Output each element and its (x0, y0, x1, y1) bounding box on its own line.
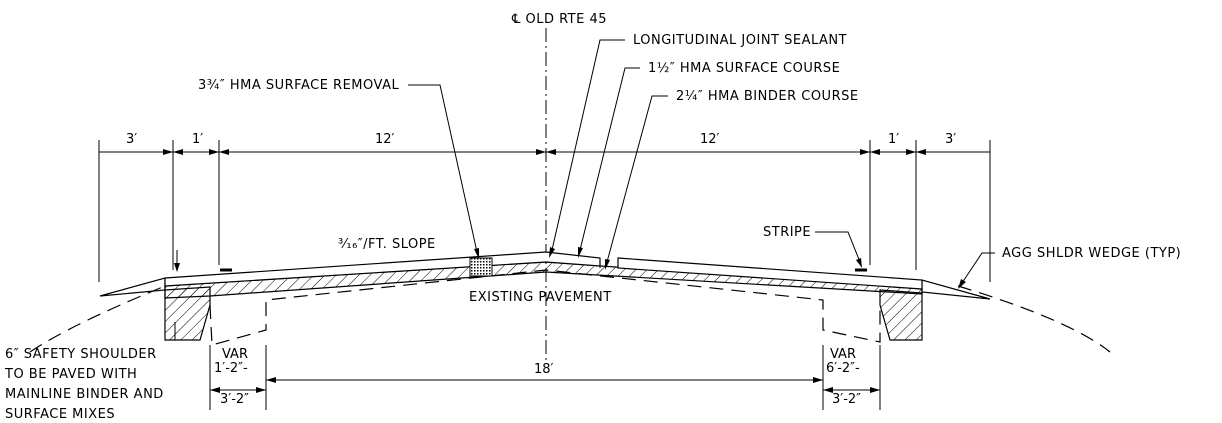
binder-course-label: 2¼″ HMA BINDER COURSE (676, 89, 859, 104)
top-dimension-line (99, 149, 990, 155)
dim-right-var: VAR (830, 347, 856, 362)
dim-right-var-value: 6′-2″- (826, 361, 860, 376)
safety-shoulder-right (879, 289, 923, 341)
agg-wedge-left (99, 277, 166, 297)
centerline-label: ℄ OLD RTE 45 (511, 12, 607, 27)
dim-left-var: VAR (222, 347, 248, 362)
safety-shoulder-label-3: MAINLINE BINDER AND (5, 387, 164, 402)
dim-left-var-value: 1′-2″- (214, 361, 248, 376)
existing-pavement-label: EXISTING PAVEMENT (469, 290, 612, 305)
safety-shoulder-label-2: TO BE PAVED WITH (4, 367, 137, 382)
top-extension-lines (98, 140, 991, 282)
bottom-dimension-lines (210, 377, 880, 393)
dim-middle-width: 18′ (534, 362, 554, 377)
surface-removal-label: 3¾″ HMA SURFACE REMOVAL (198, 78, 399, 93)
surface-removal-patch (469, 257, 493, 277)
agg-wedge-label: AGG SHLDR WEDGE (TYP) (1002, 246, 1181, 261)
slope-label: ³⁄₁₆″/FT. SLOPE (338, 237, 436, 252)
dim-right-width: 3′-2″ (832, 392, 861, 407)
dim-right-lane: 12′ (700, 132, 720, 147)
existing-ground-left (29, 285, 166, 353)
dim-left-shoulder: 3′ (126, 132, 137, 147)
surface-course-right (617, 257, 923, 290)
bottom-extension-lines (209, 345, 881, 410)
dim-right-offset: 1′ (888, 132, 899, 147)
stripe-label: STRIPE (763, 225, 811, 240)
dim-right-shoulder: 3′ (945, 132, 956, 147)
dim-left-width: 3′-2″ (220, 392, 249, 407)
joint-sealant-label: LONGITUDINAL JOINT SEALANT (633, 33, 847, 48)
binder-course (164, 261, 923, 299)
safety-shoulder-label-1: 6″ SAFETY SHOULDER (5, 347, 157, 362)
surface-course-label: 1½″ HMA SURFACE COURSE (648, 61, 840, 76)
dim-left-offset: 1′ (192, 132, 203, 147)
existing-ground-right (957, 285, 1111, 353)
safety-shoulder-label-4: SURFACE MIXES (5, 407, 115, 422)
agg-wedge-right (921, 279, 991, 300)
dim-left-lane: 12′ (375, 132, 395, 147)
